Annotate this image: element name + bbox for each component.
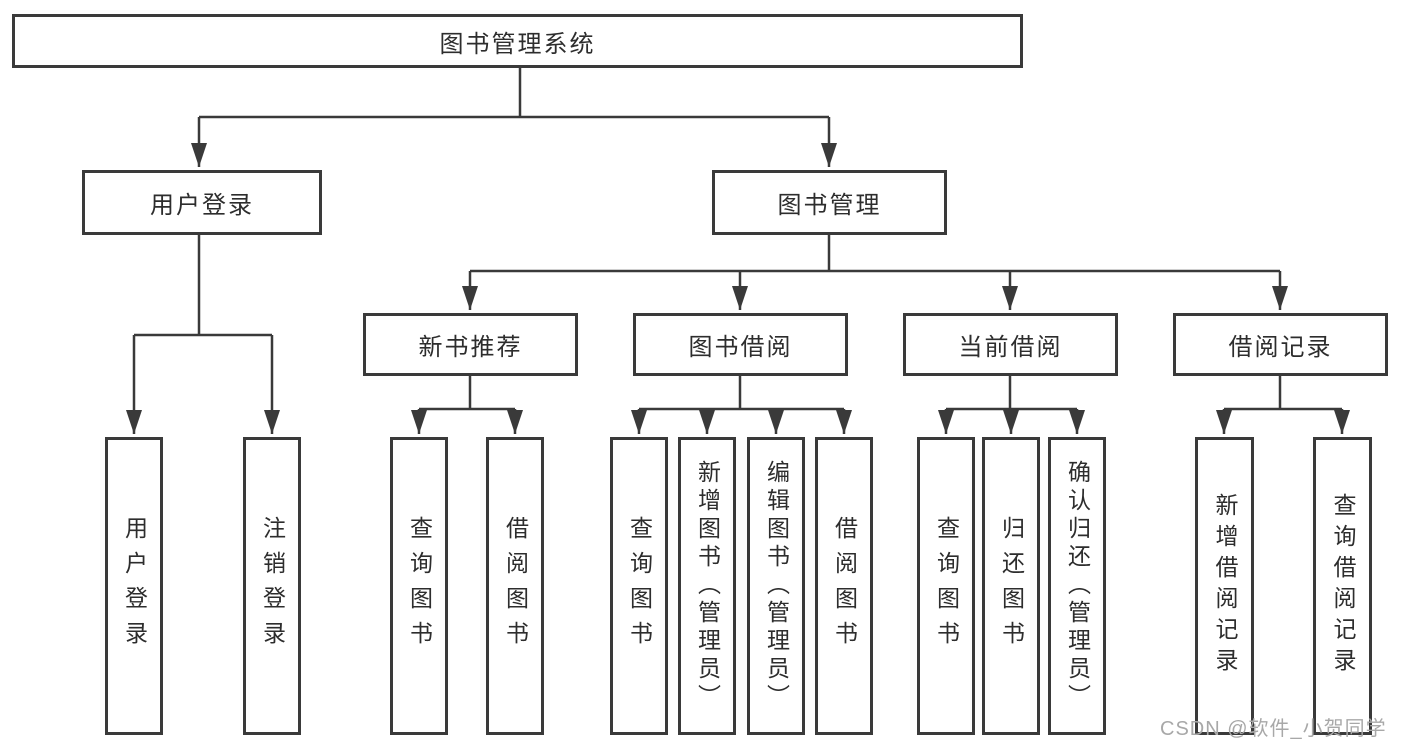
- leaf-label: 新增图书（管理员）: [694, 460, 721, 712]
- leaf-label: 查询借阅记录: [1330, 493, 1356, 679]
- leaf-query-books-borrow: 查询图书: [610, 437, 668, 735]
- leaf-label: 查询图书: [406, 516, 433, 656]
- leaf-logout: 注销登录: [243, 437, 301, 735]
- node-new-book-recommendation: 新书推荐: [363, 313, 578, 376]
- leaf-label: 编辑图书（管理员）: [763, 460, 790, 712]
- leaf-label: 确认归还（管理员）: [1064, 460, 1091, 712]
- leaf-label: 查询图书: [626, 516, 653, 656]
- leaf-add-book-admin: 新增图书（管理员）: [678, 437, 736, 735]
- leaf-label: 借阅图书: [502, 516, 529, 656]
- leaf-label: 注销登录: [259, 516, 286, 656]
- leaf-query-books-recommend: 查询图书: [390, 437, 448, 735]
- node-current-borrowing: 当前借阅: [903, 313, 1118, 376]
- leaf-label: 借阅图书: [831, 516, 858, 656]
- leaf-query-books-current: 查询图书: [917, 437, 975, 735]
- leaf-return-books: 归还图书: [982, 437, 1040, 735]
- watermark-text: CSDN @软件_小贺同学: [1160, 718, 1387, 740]
- leaf-confirm-return-admin: 确认归还（管理员）: [1048, 437, 1106, 735]
- leaf-add-borrow-record: 新增借阅记录: [1195, 437, 1254, 735]
- node-book-borrowing: 图书借阅: [633, 313, 848, 376]
- node-library-system-root: 图书管理系统: [12, 14, 1023, 68]
- leaf-label: 查询图书: [933, 516, 960, 656]
- leaf-borrow-books-recommend: 借阅图书: [486, 437, 544, 735]
- node-user-login: 用户登录: [82, 170, 322, 235]
- leaf-query-borrow-record: 查询借阅记录: [1313, 437, 1372, 735]
- node-borrowing-records: 借阅记录: [1173, 313, 1388, 376]
- leaf-label: 用户登录: [121, 516, 148, 656]
- leaf-edit-book-admin: 编辑图书（管理员）: [747, 437, 805, 735]
- leaf-user-login: 用户登录: [105, 437, 163, 735]
- node-book-management: 图书管理: [712, 170, 947, 235]
- leaf-label: 新增借阅记录: [1212, 493, 1238, 679]
- leaf-borrow-books-borrow: 借阅图书: [815, 437, 873, 735]
- leaf-label: 归还图书: [998, 516, 1025, 656]
